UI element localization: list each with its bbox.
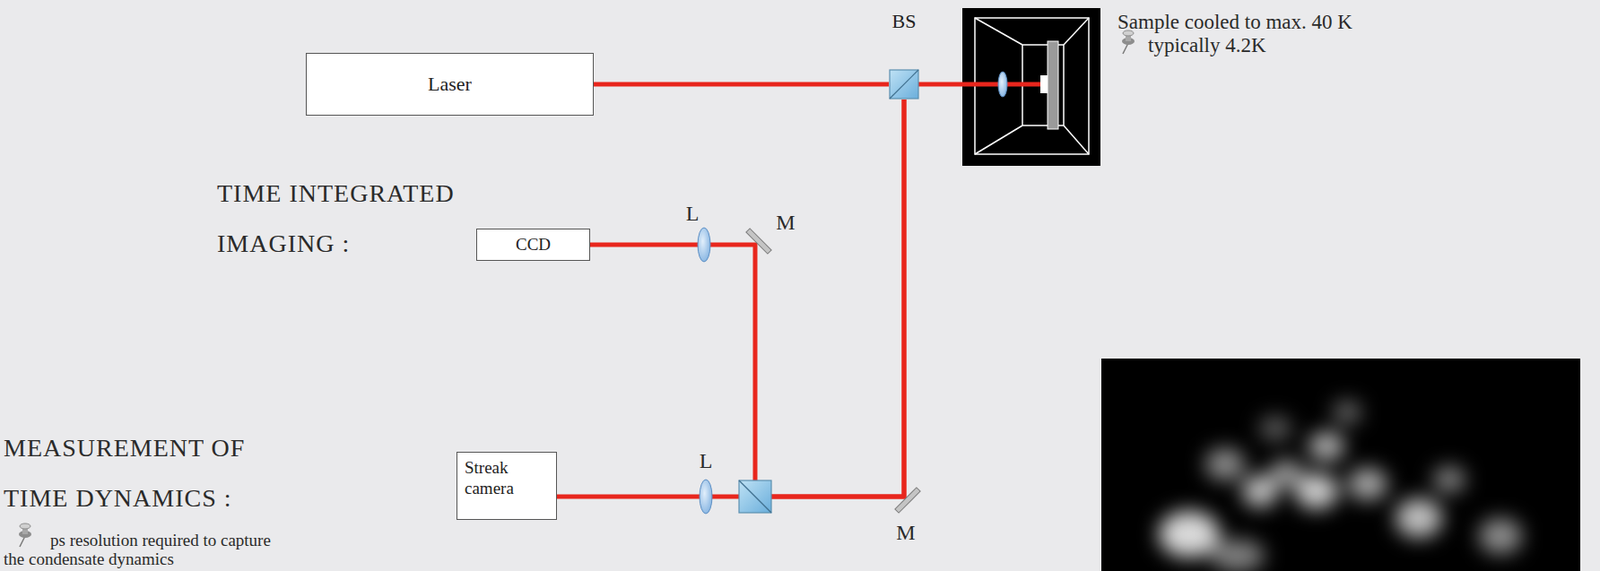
emission-spot [1269,460,1303,487]
emission-spots [1158,400,1522,571]
emission-spot [1332,400,1362,425]
mirror [895,487,921,514]
lens [697,227,711,262]
beam-splitter: BS [888,9,920,100]
sample [1040,75,1048,94]
cryostat-frame [974,17,1023,45]
emission-spot [1478,518,1522,555]
emission-spot [1347,468,1388,501]
mirror-label: M [895,520,915,546]
cryostat-frame [974,125,1023,155]
emission-spot [1205,448,1245,481]
mirror-label: M [775,209,795,235]
note-text: ps resolution required to capture the co… [3,530,273,569]
ccd-camera-box: CCD [476,228,591,261]
emission-spot [1295,473,1339,510]
emission-spot [1308,432,1345,461]
box-text: Streak camera [464,458,548,500]
lens-label: L [686,200,700,227]
part-label: BS [892,9,917,34]
section-heading: MEASUREMENT OF TIME DYNAMICS : [3,423,282,524]
laser-beam [905,82,1041,87]
note-text: typically 4.2K [1147,34,1267,58]
laser-beam [593,82,889,87]
beam-splitter-cube [739,480,772,514]
emission-spot [1433,466,1466,494]
image-frame [1101,358,1581,571]
emission-spot [1158,511,1220,558]
cryostat-housing [962,8,1101,166]
cryostat-frame [1063,125,1089,155]
beam-splitter-cube [888,69,920,100]
lens [699,479,713,514]
box-text: CCD [515,234,551,256]
mirror [895,487,921,514]
pin-icon [1121,30,1135,54]
laser-beam [590,99,905,497]
objective-lens [998,71,1008,97]
beam-splitter-plane [889,69,919,99]
mirror [746,228,772,254]
sample-holder [1047,41,1059,130]
box-text: Laser [427,72,472,96]
condensate-image [1101,358,1581,571]
laser-beam [556,99,905,497]
beam-splitter-cube [739,480,772,514]
note-text: Sample cooled to max. 40 K [1117,10,1353,35]
cryostat-frame [1063,17,1089,45]
pin-head [19,523,31,530]
beam-splitter-plane [739,480,772,514]
streak-camera-box: Streak camera [456,452,557,521]
mirror [746,228,772,254]
beam-splitter-cube [889,69,919,99]
laser-box: Laser [305,52,594,116]
section-heading: TIME INTEGRATED IMAGING : [217,168,496,270]
cryostat [905,8,1101,166]
emission-spot [1259,416,1292,442]
emission-spot [1210,539,1265,571]
pin-icon [18,523,32,548]
lens-label: L [699,448,714,474]
emission-spot [1395,498,1443,539]
